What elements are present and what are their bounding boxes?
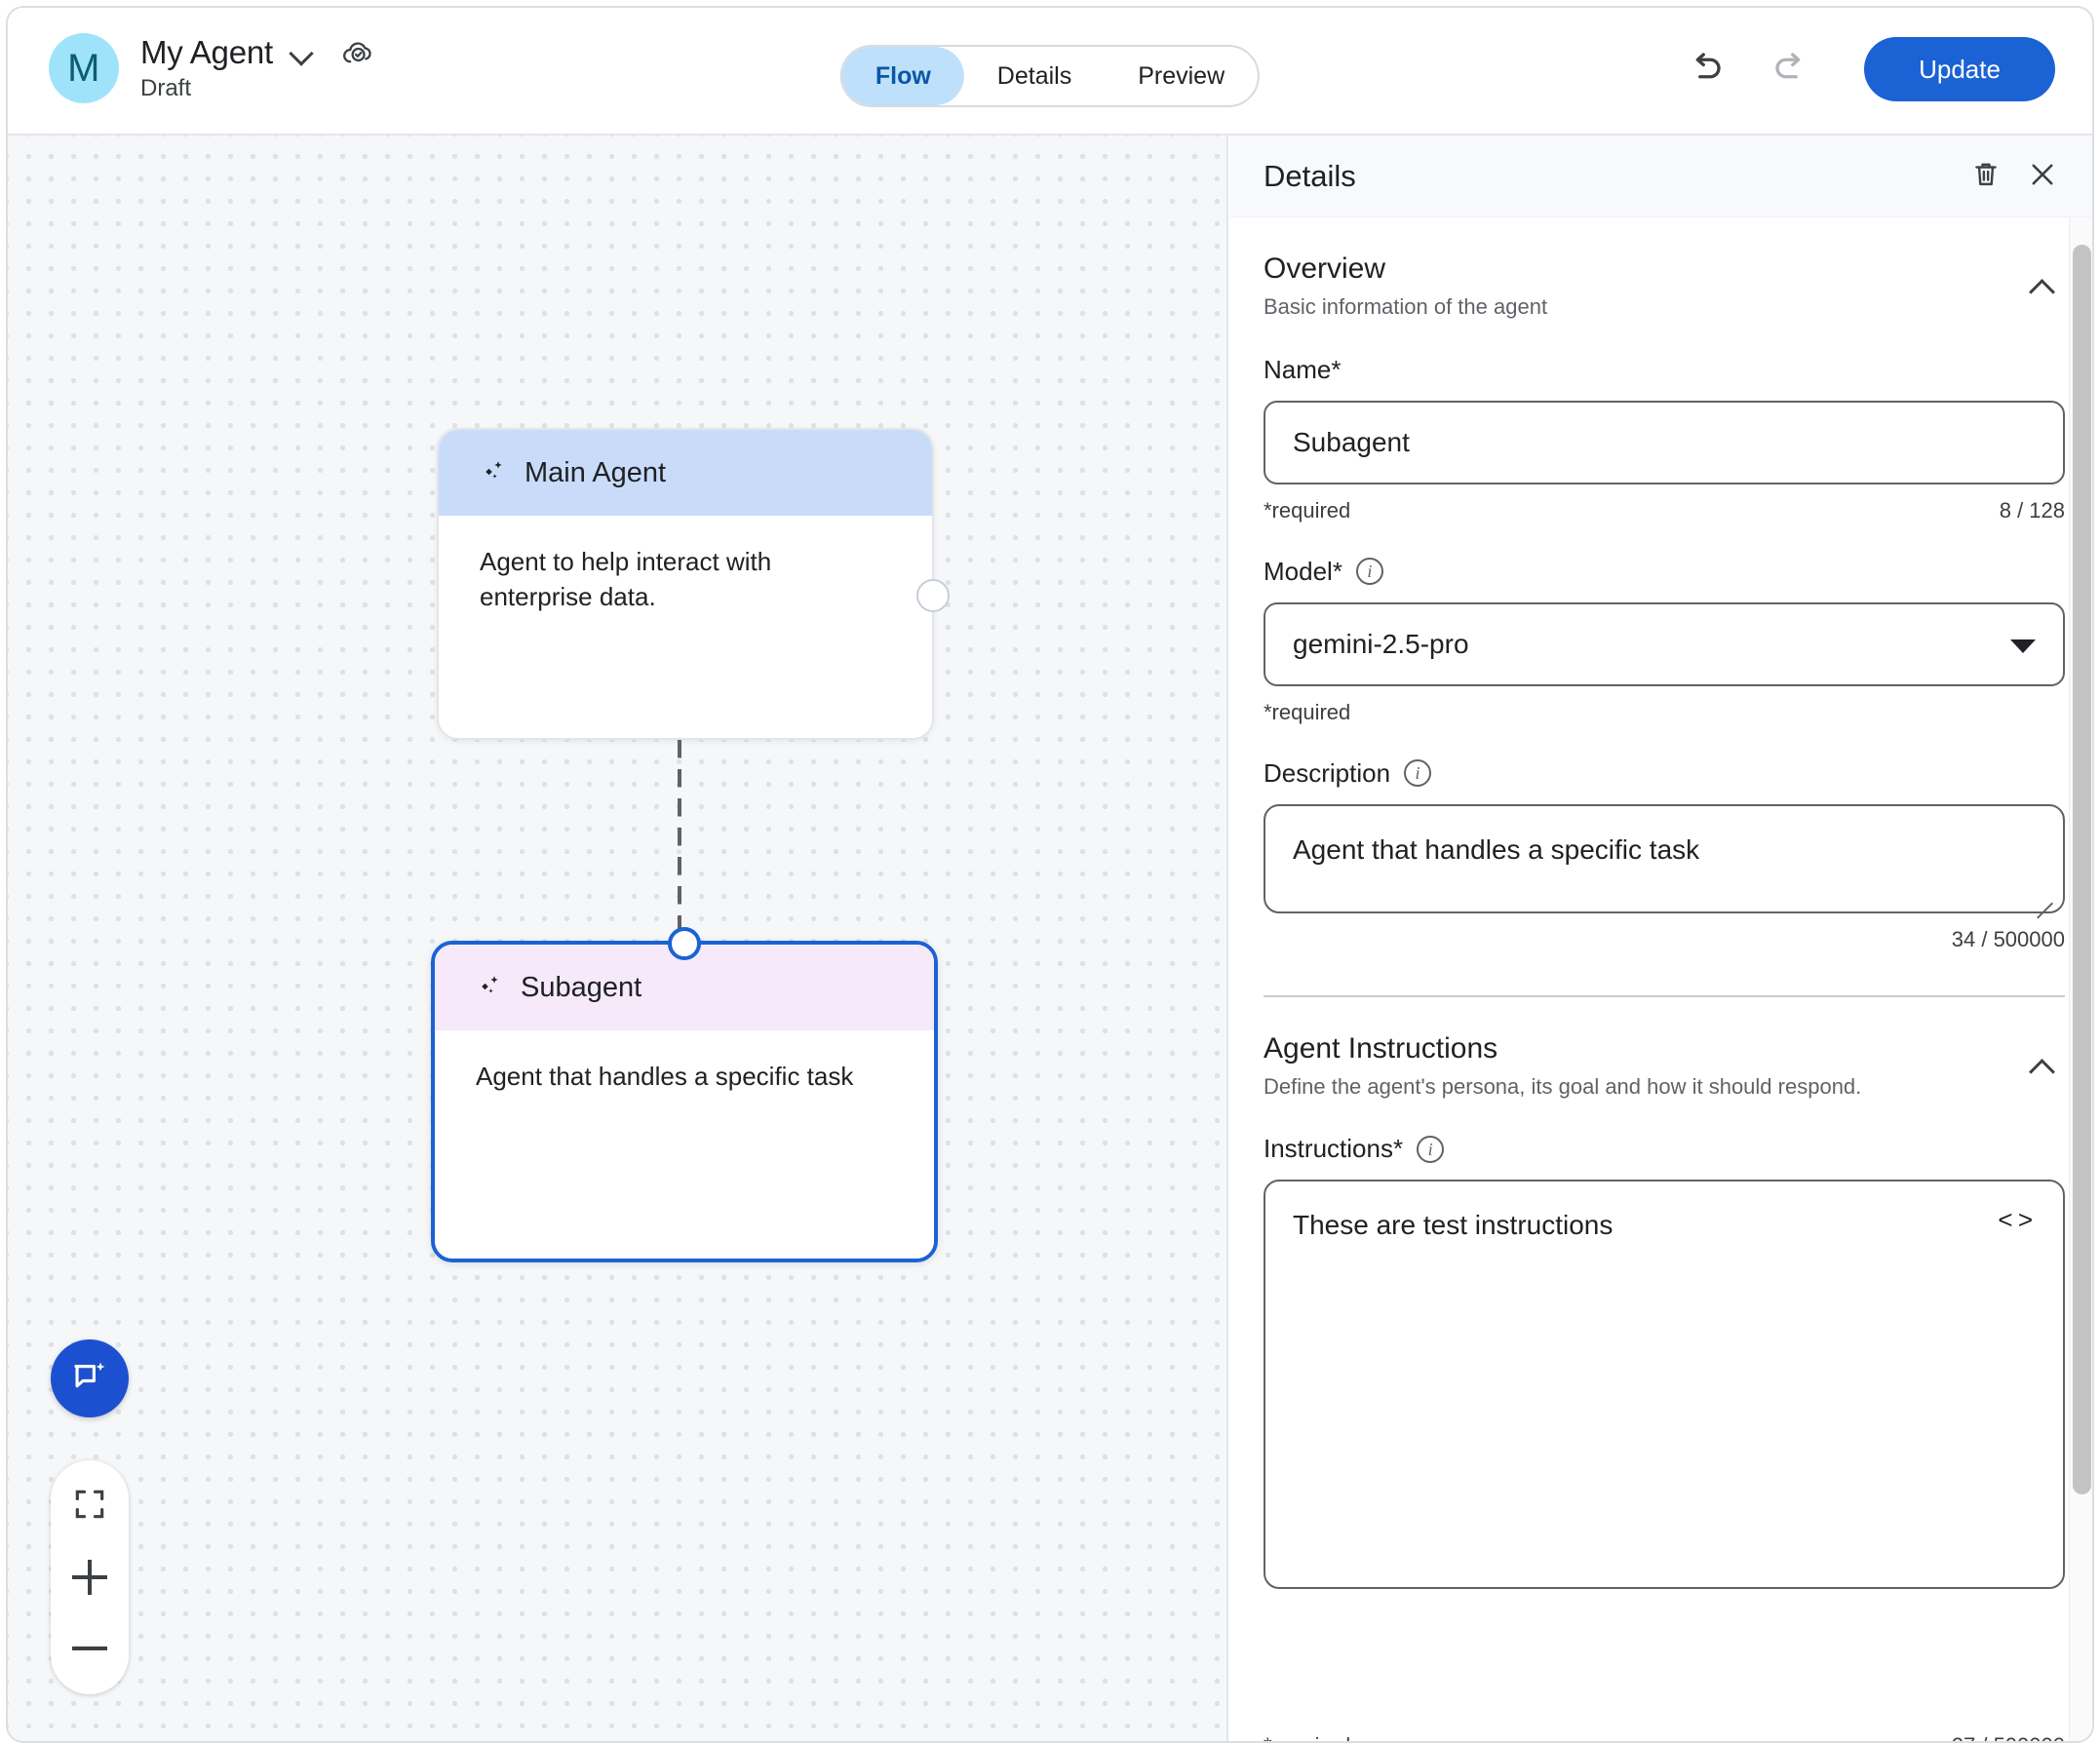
description-counter: 34 / 500000 (1951, 926, 2065, 951)
title-row: My Agent (140, 34, 374, 71)
section-overview-header: Overview Basic information of the agent (1264, 217, 2065, 322)
flow-node-subagent[interactable]: Subagent Agent that handles a specific t… (431, 927, 938, 1262)
plus-icon (72, 1559, 107, 1595)
tab-details[interactable]: Details (964, 47, 1105, 105)
chevron-down-icon[interactable] (289, 40, 314, 65)
name-required-hint: *required (1264, 497, 1351, 523)
chat-assistant-button[interactable] (51, 1339, 129, 1417)
brand-group: M My Agent Draft (49, 33, 374, 103)
name-label-row: Name* (1264, 355, 2065, 385)
instructions-helper-row: *required 27 / 500000 (1264, 1733, 2065, 1741)
close-button[interactable] (2014, 148, 2071, 205)
model-label: Model* (1264, 556, 1342, 586)
name-helper-row: *required 8 / 128 (1264, 498, 2065, 523)
view-tabs: Flow Details Preview (839, 45, 1261, 107)
undo-icon (1685, 48, 1726, 92)
status-badge: Draft (140, 75, 192, 101)
close-icon (2026, 158, 2059, 194)
flow-edge-main-to-sub (678, 740, 681, 947)
redo-button[interactable] (1761, 39, 1821, 99)
fit-view-button[interactable] (56, 1472, 124, 1540)
section-agent-instructions-subtitle: Define the agent's persona, its goal and… (1264, 1073, 1862, 1099)
flow-node-handle-right[interactable] (916, 579, 950, 612)
name-counter: 8 / 128 (1999, 497, 2065, 523)
delete-button[interactable] (1958, 148, 2014, 205)
description-helper-row: 34 / 500000 (1264, 927, 2065, 952)
sparkle-icon (476, 971, 505, 1005)
flow-node-header: Main Agent (439, 430, 932, 516)
model-select-wrap (1264, 601, 2065, 686)
collapse-agent-instructions-button[interactable] (2018, 1044, 2065, 1091)
undo-button[interactable] (1675, 39, 1735, 99)
zoom-out-button[interactable] (56, 1614, 124, 1683)
flow-canvas[interactable]: Main Agent Agent to help interact with e… (8, 136, 1228, 1741)
instructions-required-hint: *required (1264, 1733, 1350, 1741)
section-agent-instructions-title: Agent Instructions (1264, 1031, 1498, 1065)
top-bar: M My Agent Draft Flow D (8, 8, 2092, 136)
details-panel-scrollbar-thumb[interactable] (2073, 245, 2091, 1494)
instructions-label: Instructions* (1264, 1134, 1404, 1164)
info-icon[interactable]: i (1417, 1135, 1445, 1163)
collapse-overview-button[interactable] (2018, 264, 2065, 311)
update-button[interactable]: Update (1864, 37, 2055, 101)
cloud-check-icon (341, 36, 374, 69)
trash-icon (1970, 159, 2002, 193)
flow-node-title: Subagent (521, 971, 642, 1003)
page-title: My Agent (140, 34, 273, 70)
flow-node-description: Agent to help interact with enterprise d… (480, 547, 772, 611)
details-panel-scroll-area: Overview Basic information of the agent … (1230, 217, 2092, 1741)
flow-node-main-agent[interactable]: Main Agent Agent to help interact with e… (437, 428, 950, 740)
instructions-wrap: < > (1264, 1180, 2065, 1590)
flow-node-description: Agent that handles a specific task (476, 1062, 854, 1091)
redo-icon (1770, 48, 1811, 92)
model-select[interactable] (1264, 601, 2065, 686)
description-label: Description (1264, 757, 1391, 788)
app-window: M My Agent Draft Flow D (6, 6, 2094, 1743)
model-helper-row: *required (1264, 700, 2065, 725)
chat-sparkle-icon (69, 1357, 110, 1401)
title-block: My Agent Draft (140, 34, 374, 102)
instructions-label-row: Instructions* i (1264, 1134, 2065, 1164)
flow-node-handle-top[interactable] (668, 927, 701, 960)
description-label-row: Description i (1264, 758, 2065, 789)
flow-node-title: Main Agent (525, 456, 667, 488)
info-icon[interactable]: i (1355, 558, 1383, 586)
section-overview-text: Overview Basic information of the agent (1264, 252, 2018, 322)
model-required-hint: *required (1264, 699, 1351, 724)
zoom-controls (51, 1460, 129, 1694)
instructions-counter: 27 / 500000 (1952, 1733, 2065, 1741)
chevron-up-icon (2031, 1057, 2052, 1078)
description-textarea[interactable] (1264, 803, 2065, 913)
section-agent-instructions-text: Agent Instructions Define the agent's pe… (1264, 1032, 2018, 1102)
section-agent-instructions-header: Agent Instructions Define the agent's pe… (1264, 997, 2065, 1102)
top-actions: Update (1675, 37, 2055, 101)
instructions-textarea[interactable] (1264, 1180, 2065, 1590)
avatar: M (49, 33, 119, 103)
info-icon[interactable]: i (1404, 759, 1432, 788)
details-panel-scrollbar-track[interactable] (2069, 217, 2092, 1741)
flow-node-subagent-inner: Subagent Agent that handles a specific t… (435, 945, 934, 1259)
section-overview-subtitle: Basic information of the agent (1264, 294, 1548, 319)
section-overview-title: Overview (1264, 252, 1386, 285)
fit-screen-icon (71, 1486, 108, 1526)
section-divider (1264, 994, 2065, 997)
details-panel: Details (1230, 136, 2092, 1741)
zoom-in-button[interactable] (56, 1543, 124, 1611)
chevron-up-icon (2031, 277, 2052, 298)
tab-flow[interactable]: Flow (841, 47, 964, 105)
name-label: Name* (1264, 354, 1342, 384)
minus-icon (72, 1631, 107, 1666)
sparkle-icon (480, 456, 509, 490)
tab-preview[interactable]: Preview (1105, 47, 1258, 105)
details-panel-header: Details (1230, 136, 2092, 217)
model-label-row: Model* i (1264, 557, 2065, 587)
flow-node-main-agent-inner: Main Agent Agent to help interact with e… (439, 430, 932, 738)
details-panel-title: Details (1264, 158, 1356, 193)
code-view-toggle-button[interactable]: < > (1998, 1205, 2033, 1235)
name-input[interactable] (1264, 400, 2065, 484)
description-wrap (1264, 803, 2065, 913)
